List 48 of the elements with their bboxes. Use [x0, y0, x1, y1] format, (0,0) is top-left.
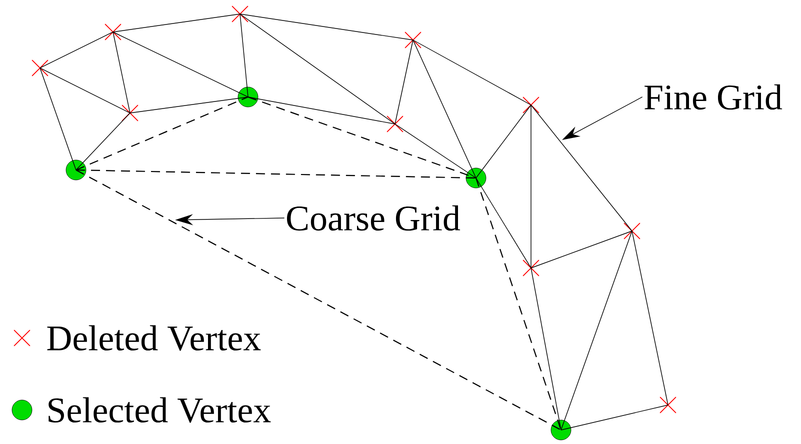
coarse-grid-edge [475, 178, 562, 430]
deleted-vertex-mark [386, 116, 404, 132]
fine-grid-edge [530, 104, 632, 232]
fine-grid-edge [112, 32, 130, 114]
selected-vertex-dot [466, 168, 486, 188]
fine-grid-edge [412, 40, 476, 178]
fine-grid-edge [530, 230, 632, 268]
deleted-vertex-mark [660, 396, 676, 414]
fine-grid-edge [394, 124, 476, 178]
deleted-vertex-mark [522, 96, 540, 114]
fine-grid-edge [40, 32, 114, 68]
fine-grid-edge [240, 14, 396, 124]
fine-grid-edge [40, 68, 130, 114]
deleted-vertex-mark [232, 6, 248, 22]
fine-grid-edge [240, 14, 248, 98]
fine-grid-edge [560, 230, 632, 430]
selected-vertex-dot [550, 420, 572, 440]
fine-grid-edge [394, 40, 414, 124]
deleted-vertex-mark [104, 24, 122, 40]
fine-grid-edge [76, 112, 130, 170]
fine-grid-edge [530, 104, 532, 268]
fine-grid-edge [632, 230, 668, 406]
coarse-grid-edge [76, 96, 248, 170]
deleted-vertex-mark [122, 104, 138, 122]
deleted-vertex-mark [404, 32, 422, 48]
grid-label: Coarse Grid [287, 205, 460, 231]
fine-grid-edge [130, 96, 248, 114]
fine-grid-edge [530, 268, 562, 430]
fine-grid-edge [476, 178, 532, 268]
deleted-vertex-mark [522, 260, 540, 276]
fine-grid-edge [112, 32, 248, 98]
fine-grid-edge [412, 40, 532, 106]
coarse-grid-edge [76, 170, 562, 430]
coarse-grid-edge [76, 169, 476, 179]
fine-grid-edge [560, 404, 668, 430]
grid-label: Fine Grid [644, 84, 782, 110]
fine-grid-edge [240, 14, 414, 40]
fine-grid-edge [112, 14, 240, 32]
fine-grid-edge [476, 104, 532, 178]
fine-grid-edge [40, 68, 76, 170]
coarse-grid-edge [248, 96, 476, 179]
deleted-vertex-mark [624, 222, 640, 240]
legend-label: Selected Vertex [48, 397, 271, 423]
selected-vertex-dot [66, 160, 86, 180]
deleted-vertex-mark [32, 60, 48, 76]
fine-grid-edge [248, 96, 396, 124]
legend-label: Deleted Vertex [47, 325, 261, 351]
selected-vertex-dot [238, 86, 258, 108]
